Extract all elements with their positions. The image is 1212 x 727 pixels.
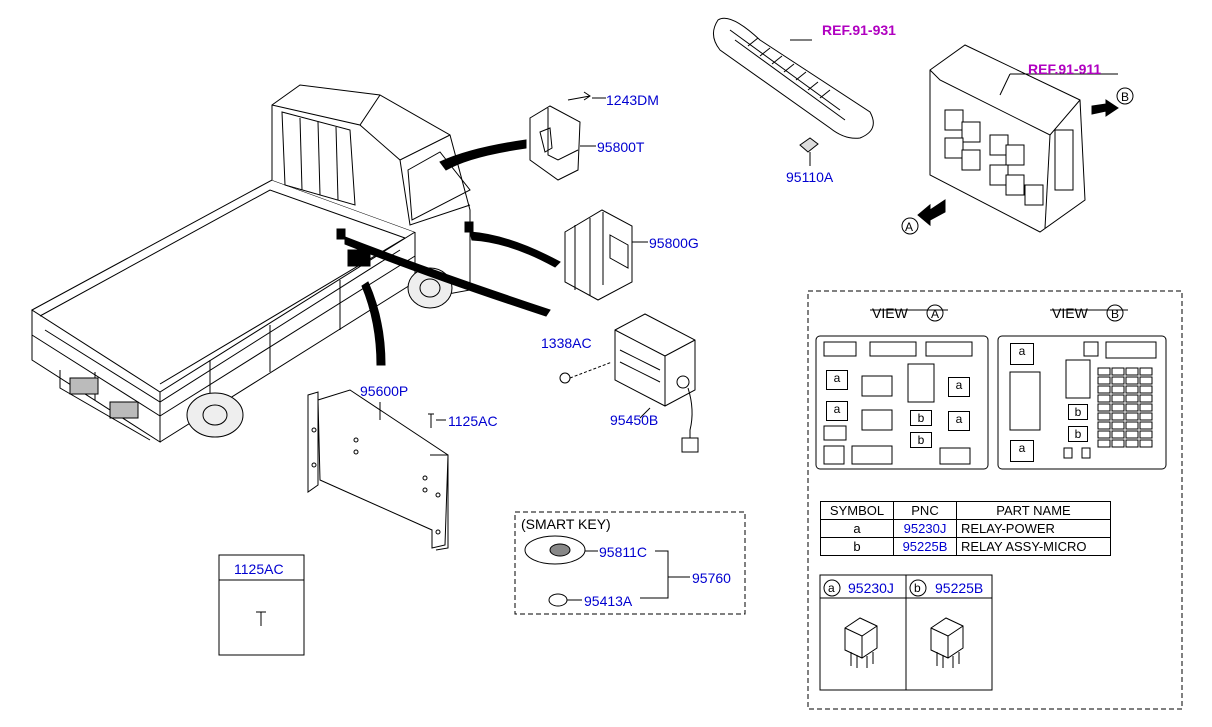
- fuse-slot: [1111, 421, 1125, 430]
- fuse-slot: [1097, 421, 1111, 430]
- fuse-slot: [1125, 421, 1139, 430]
- view-a-relay-b-1: b: [910, 410, 932, 426]
- fuse-slot: [1139, 403, 1153, 412]
- fuse-slot: [1125, 376, 1139, 385]
- view-a-relay-a-2: a: [826, 401, 848, 421]
- view-b-relay-b-2: b: [1068, 426, 1088, 442]
- table-row: b 95225B RELAY ASSY-MICRO: [820, 537, 1111, 556]
- fuse-slot: [1125, 394, 1139, 403]
- pnc-cell[interactable]: 95225B: [893, 537, 957, 556]
- fuse-slot: [1097, 394, 1111, 403]
- fuse-slot: [1111, 367, 1125, 376]
- fuse-slot: [1125, 403, 1139, 412]
- inset-1125ac-label[interactable]: 1125AC: [234, 561, 284, 577]
- part-1338ac-label[interactable]: 1338AC: [541, 335, 592, 351]
- view-a-letter: A: [931, 307, 940, 321]
- fuse-slot: [1139, 376, 1153, 385]
- part-95110a-label[interactable]: 95110A: [786, 169, 834, 185]
- fuse-slot: [1111, 403, 1125, 412]
- view-b-title: VIEW: [1052, 305, 1088, 321]
- fuse-slot: [1139, 430, 1153, 439]
- table-header: PART NAME: [956, 501, 1111, 520]
- part-95413a-label[interactable]: 95413A: [584, 593, 633, 609]
- fuse-slot: [1139, 367, 1153, 376]
- fuse-slot: [1125, 439, 1139, 448]
- fuse-slot: [1139, 439, 1153, 448]
- view-a-title: VIEW: [872, 305, 908, 321]
- part-95800g-label[interactable]: 95800G: [649, 235, 699, 251]
- view-b-relay-a-2: a: [1010, 440, 1034, 462]
- fuse-slot: [1097, 367, 1111, 376]
- fuse-slot: [1097, 439, 1111, 448]
- fuse-slot: [1125, 367, 1139, 376]
- fuse-slot: [1111, 430, 1125, 439]
- fuse-slot: [1125, 430, 1139, 439]
- table-header: SYMBOL: [820, 501, 894, 520]
- fuse-slot: [1097, 403, 1111, 412]
- relay-a-pnc[interactable]: 95230J: [848, 580, 894, 596]
- table-row: a 95230J RELAY-POWER: [820, 519, 1111, 538]
- fuse-slot: [1111, 412, 1125, 421]
- fuse-slot: [1111, 394, 1125, 403]
- symbol-cell: a: [820, 519, 894, 538]
- arrow-a-letter: A: [905, 220, 914, 234]
- view-a-relay-a-4: a: [948, 411, 970, 431]
- truck-illustration: [31, 84, 474, 443]
- view-b-letter: B: [1111, 307, 1120, 321]
- view-a-relay-a-3: a: [948, 377, 970, 397]
- part-1125ac-label[interactable]: 1125AC: [448, 413, 498, 429]
- fuse-slot: [1097, 430, 1111, 439]
- view-a-relay-a-1: a: [826, 370, 848, 390]
- part-name-cell: RELAY ASSY-MICRO: [956, 537, 1111, 556]
- fuse-slot: [1097, 376, 1111, 385]
- parts-table: SYMBOL PNC PART NAME a 95230J RELAY-POWE…: [820, 501, 1111, 556]
- view-b-relay-a-1: a: [1010, 343, 1034, 365]
- part-95450b-label[interactable]: 95450B: [610, 412, 659, 428]
- fuse-slot: [1111, 385, 1125, 394]
- relay-b-symbol: b: [914, 581, 921, 595]
- part-95811c-label[interactable]: 95811C: [599, 544, 648, 560]
- relay-b-pnc[interactable]: 95225B: [935, 580, 984, 596]
- smart-key-title: (SMART KEY): [521, 516, 611, 532]
- fuse-slot: [1097, 412, 1111, 421]
- fuse-slot: [1139, 385, 1153, 394]
- table-header-row: SYMBOL PNC PART NAME: [820, 501, 1111, 520]
- table-header: PNC: [893, 501, 957, 520]
- fuse-slot: [1139, 421, 1153, 430]
- relay-a-symbol: a: [828, 581, 835, 595]
- part-95600p-label[interactable]: 95600P: [360, 383, 409, 399]
- ref-91-931-label[interactable]: REF.91-931: [822, 22, 896, 38]
- part-1243dm-label[interactable]: 1243DM: [606, 92, 659, 108]
- part-95760-label[interactable]: 95760: [692, 570, 731, 586]
- arrow-b-letter: B: [1121, 90, 1130, 104]
- fuse-slot: [1125, 412, 1139, 421]
- fuse-slot: [1139, 394, 1153, 403]
- part-name-cell: RELAY-POWER: [956, 519, 1111, 538]
- fuse-slot: [1097, 385, 1111, 394]
- view-b-relay-b-1: b: [1068, 404, 1088, 420]
- ref-91-911-label[interactable]: REF.91-911: [1028, 61, 1102, 77]
- part-95800t-label[interactable]: 95800T: [597, 139, 645, 155]
- fuse-slot: [1139, 412, 1153, 421]
- pnc-cell[interactable]: 95230J: [893, 519, 957, 538]
- view-a-relay-b-2: b: [910, 432, 932, 448]
- symbol-cell: b: [820, 537, 894, 556]
- fuse-slot: [1111, 376, 1125, 385]
- fuse-slot: [1111, 439, 1125, 448]
- fuse-slot: [1125, 385, 1139, 394]
